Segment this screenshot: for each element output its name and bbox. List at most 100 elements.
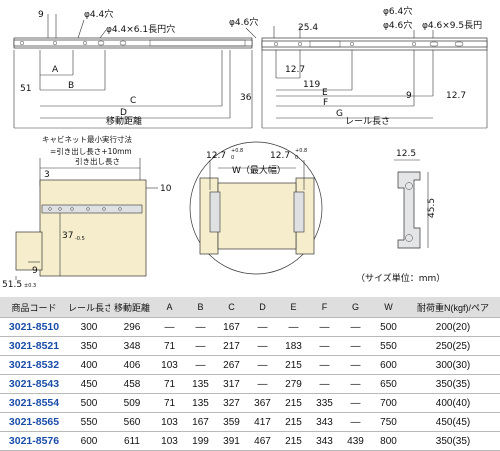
dim-10: 10 xyxy=(160,184,172,194)
dim-37: 37 xyxy=(62,231,73,241)
cell: 279 xyxy=(278,374,309,394)
front-tol-r-top: +0.8 xyxy=(295,148,307,154)
header-A: A xyxy=(154,297,185,318)
width-label: W（最大幅） xyxy=(232,164,286,176)
product-code-link[interactable]: 3021-8510 xyxy=(0,317,68,337)
hole-44x61-label: φ4.4×6.1長円穴 xyxy=(106,23,175,35)
cell: 650 xyxy=(371,374,406,394)
outer-rail-channel xyxy=(261,40,488,48)
product-code-link[interactable]: 3021-8554 xyxy=(0,393,68,413)
cell: 215 xyxy=(278,355,309,375)
dim-9-top: 9 xyxy=(38,10,44,20)
cell: — xyxy=(247,336,278,356)
front-tol-l-top: +0.8 xyxy=(231,148,243,154)
spec-table: 商品コード レール長さ 移動距離 A B C D E F G W 耐荷重N(kg… xyxy=(0,297,500,451)
table-header-row: 商品コード レール長さ 移動距離 A B C D E F G W 耐荷重N(kg… xyxy=(0,297,500,318)
rail-length-label: レール長さ xyxy=(345,116,390,127)
hole-44-label: φ4.4穴 xyxy=(84,8,113,20)
cell: 250(25) xyxy=(406,336,500,356)
cell: 500 xyxy=(371,317,406,337)
dim-C: C xyxy=(130,96,136,106)
cell: 135 xyxy=(185,374,216,394)
note-line2: =引き出し長さ+10mm xyxy=(50,146,132,156)
cell: 391 xyxy=(216,431,247,451)
cell: 215 xyxy=(278,393,309,413)
front-dim-127-l: 12.7 xyxy=(206,151,226,161)
table-row: 3021-8532 400 406 103 — 267 — 215 — — 60… xyxy=(0,355,500,375)
product-code-link[interactable]: 3021-8543 xyxy=(0,374,68,394)
cell: 550 xyxy=(371,336,406,356)
product-code-link[interactable]: 3021-8576 xyxy=(0,431,68,451)
cell: 458 xyxy=(110,374,154,394)
cell: 103 xyxy=(154,431,185,451)
dim-37-tol: -0.5 xyxy=(75,236,85,242)
dim-455: 45.5 xyxy=(427,198,437,218)
header-rail-length: レール長さ xyxy=(68,297,110,318)
inner-rail-channel xyxy=(13,39,253,47)
note-line3: 引き出し長さ xyxy=(75,156,120,166)
technical-drawing: 9 φ4.4穴 φ4.4×6.1長円穴 φ4.6穴 25.4 φ6.4穴 φ4.… xyxy=(2,5,488,290)
hole-64-label: φ6.4穴 xyxy=(383,5,412,17)
cell: 167 xyxy=(185,412,216,432)
cell: — xyxy=(309,374,340,394)
front-tol-r-bot: 0 xyxy=(295,155,298,161)
dim-D: D xyxy=(120,108,127,118)
cell: 450 xyxy=(68,374,110,394)
dim-515: 51.5 xyxy=(2,280,22,290)
table-row: 3021-8554 500 509 71 135 327 367 215 335… xyxy=(0,393,500,413)
table-row: 3021-8576 600 611 103 199 391 467 215 34… xyxy=(0,431,500,451)
dim-254: 25.4 xyxy=(298,23,318,33)
drawer-box xyxy=(217,182,297,250)
cell: 267 xyxy=(216,355,247,375)
header-B: B xyxy=(185,297,216,318)
cell: 509 xyxy=(110,393,154,413)
cell: 439 xyxy=(340,431,371,451)
cell: 350(35) xyxy=(406,374,500,394)
cell: — xyxy=(247,317,278,337)
product-code-link[interactable]: 3021-8565 xyxy=(0,412,68,432)
product-code-link[interactable]: 3021-8532 xyxy=(0,355,68,375)
cell: 417 xyxy=(247,412,278,432)
cell: 359 xyxy=(216,412,247,432)
header-load: 耐荷重N(kgf)/ペア xyxy=(406,297,500,318)
dim-127-a: 12.7 xyxy=(285,65,305,75)
side-view: キャビネット最小実行寸法 =引き出し長さ+10mm 引き出し長さ 3 10 37… xyxy=(2,134,172,290)
dim-9-right: 9 xyxy=(406,91,412,101)
dim-125: 12.5 xyxy=(396,149,416,159)
cell: — xyxy=(309,336,340,356)
top-view: 9 φ4.4穴 φ4.4×6.1長円穴 φ4.6穴 25.4 φ6.4穴 φ4.… xyxy=(13,5,488,129)
cell: 327 xyxy=(216,393,247,413)
dim-F: F xyxy=(323,98,328,108)
cell: 135 xyxy=(185,393,216,413)
cell: 400(40) xyxy=(406,393,500,413)
cell: 611 xyxy=(110,431,154,451)
header-C: C xyxy=(216,297,247,318)
cell: 103 xyxy=(154,355,185,375)
dim-9-side: 9 xyxy=(32,266,38,276)
hole-46x95-label: φ4.6×9.5長円 xyxy=(422,20,482,31)
rail-profile xyxy=(397,171,421,249)
cell: 350 xyxy=(68,336,110,356)
cell: 367 xyxy=(247,393,278,413)
front-view: 12.7 +0.8 0 12.7 +0.8 0 W（最大幅） xyxy=(189,141,323,275)
cell: 317 xyxy=(216,374,247,394)
table-row: 3021-8521 350 348 71 — 217 — 183 — — 550… xyxy=(0,336,500,356)
cell: 71 xyxy=(154,374,185,394)
cell: 750 xyxy=(371,412,406,432)
cell: 800 xyxy=(371,431,406,451)
dim-51: 51 xyxy=(20,84,31,94)
cell: 199 xyxy=(185,431,216,451)
header-G: G xyxy=(340,297,371,318)
cell: 335 xyxy=(309,393,340,413)
cell: — xyxy=(185,336,216,356)
dim-3: 3 xyxy=(44,170,50,180)
cell: — xyxy=(185,317,216,337)
dim-A: A xyxy=(52,65,59,75)
right-slide xyxy=(293,191,305,233)
dim-B: B xyxy=(68,81,74,91)
header-W: W xyxy=(371,297,406,318)
cell: — xyxy=(309,355,340,375)
cell: 343 xyxy=(309,431,340,451)
product-code-link[interactable]: 3021-8521 xyxy=(0,336,68,356)
cell: 400 xyxy=(68,355,110,375)
